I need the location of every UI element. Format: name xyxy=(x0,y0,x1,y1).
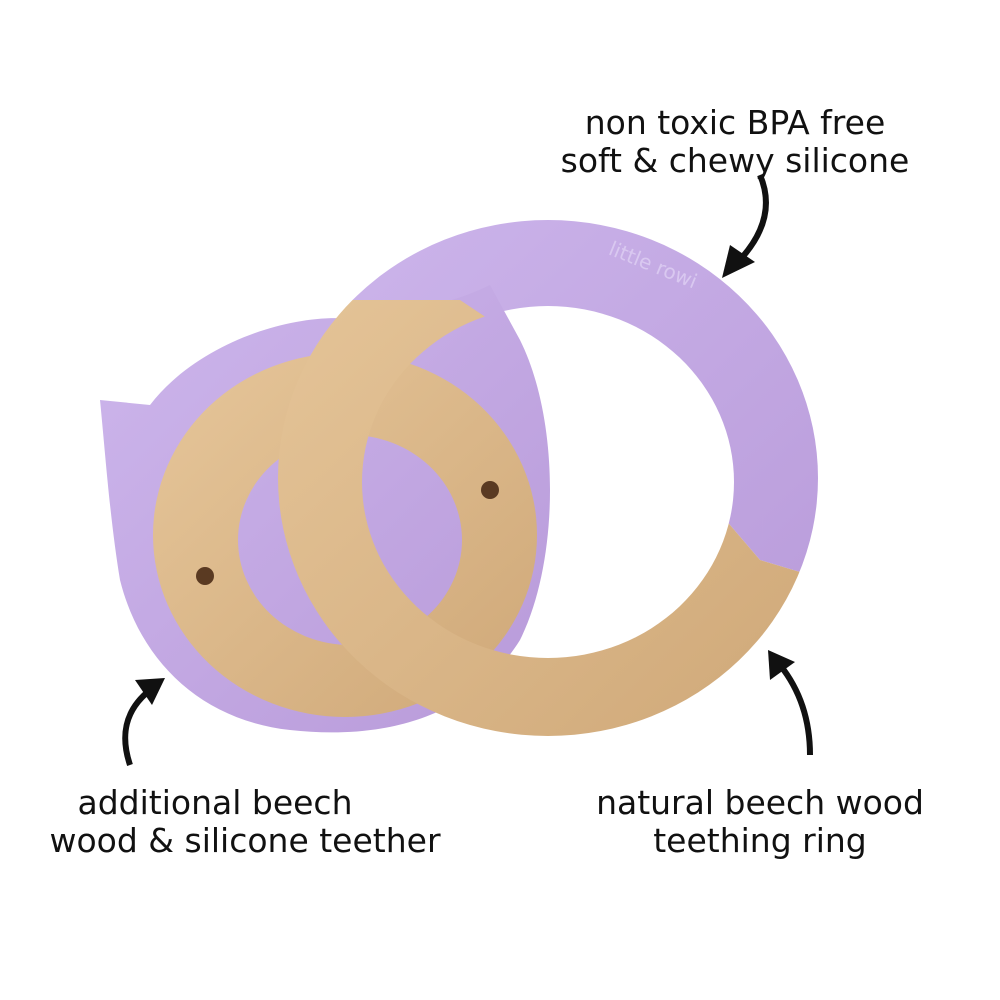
ring-callout-line2: teething ring xyxy=(653,821,867,860)
silicone-callout-line1: non toxic BPA free xyxy=(584,103,886,142)
teether-callout: additional beech wood & silicone teether xyxy=(20,784,470,860)
teether-callout-line1: additional beech xyxy=(77,783,353,822)
ring-callout-line1: natural beech wood xyxy=(596,783,924,822)
teether-callout-line2: wood & silicone teether xyxy=(49,821,441,860)
eye-dot-left xyxy=(196,567,214,585)
arrowheads xyxy=(135,245,795,705)
silicone-callout-line2: soft & chewy silicone xyxy=(560,141,910,180)
silicone-callout: non toxic BPA free soft & chewy silicone xyxy=(535,104,935,180)
ring-callout: natural beech wood teething ring xyxy=(560,784,960,860)
